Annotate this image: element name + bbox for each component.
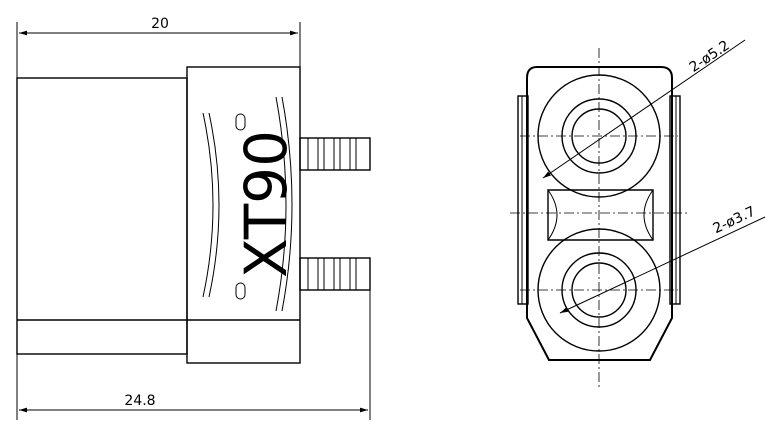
slot-mark-top (235, 113, 246, 131)
front-view: 2-ø5.2 2-ø3.7 (510, 38, 766, 390)
solder-pin-top (299, 137, 371, 171)
connector-head (186, 66, 301, 364)
side-rib-right (669, 95, 681, 305)
solder-pin-bottom (299, 257, 371, 291)
grip-rib-right-inner (281, 96, 293, 312)
dimension-outer-hole: 2-ø5.2 (687, 38, 733, 76)
leader-inner-hole (559, 216, 766, 314)
dimension-top: 20 (16, 16, 301, 78)
grip-rib-right (275, 96, 287, 312)
leader-outer-hole (542, 39, 746, 179)
dimension-top-value: 20 (151, 16, 169, 32)
slot-mark-bottom (235, 282, 246, 300)
connector-label: XT90 (232, 130, 300, 278)
dimension-bottom: 24.8 (16, 290, 371, 420)
side-view: XT90 20 (16, 16, 371, 420)
dimension-bottom-value: 24.8 (124, 393, 155, 409)
grip-rib-left (202, 112, 214, 298)
connector-body (16, 77, 188, 355)
dimension-inner-hole: 2-ø3.7 (711, 204, 758, 237)
grip-rib-left-inner (208, 112, 220, 298)
front-housing-outline (526, 66, 673, 361)
